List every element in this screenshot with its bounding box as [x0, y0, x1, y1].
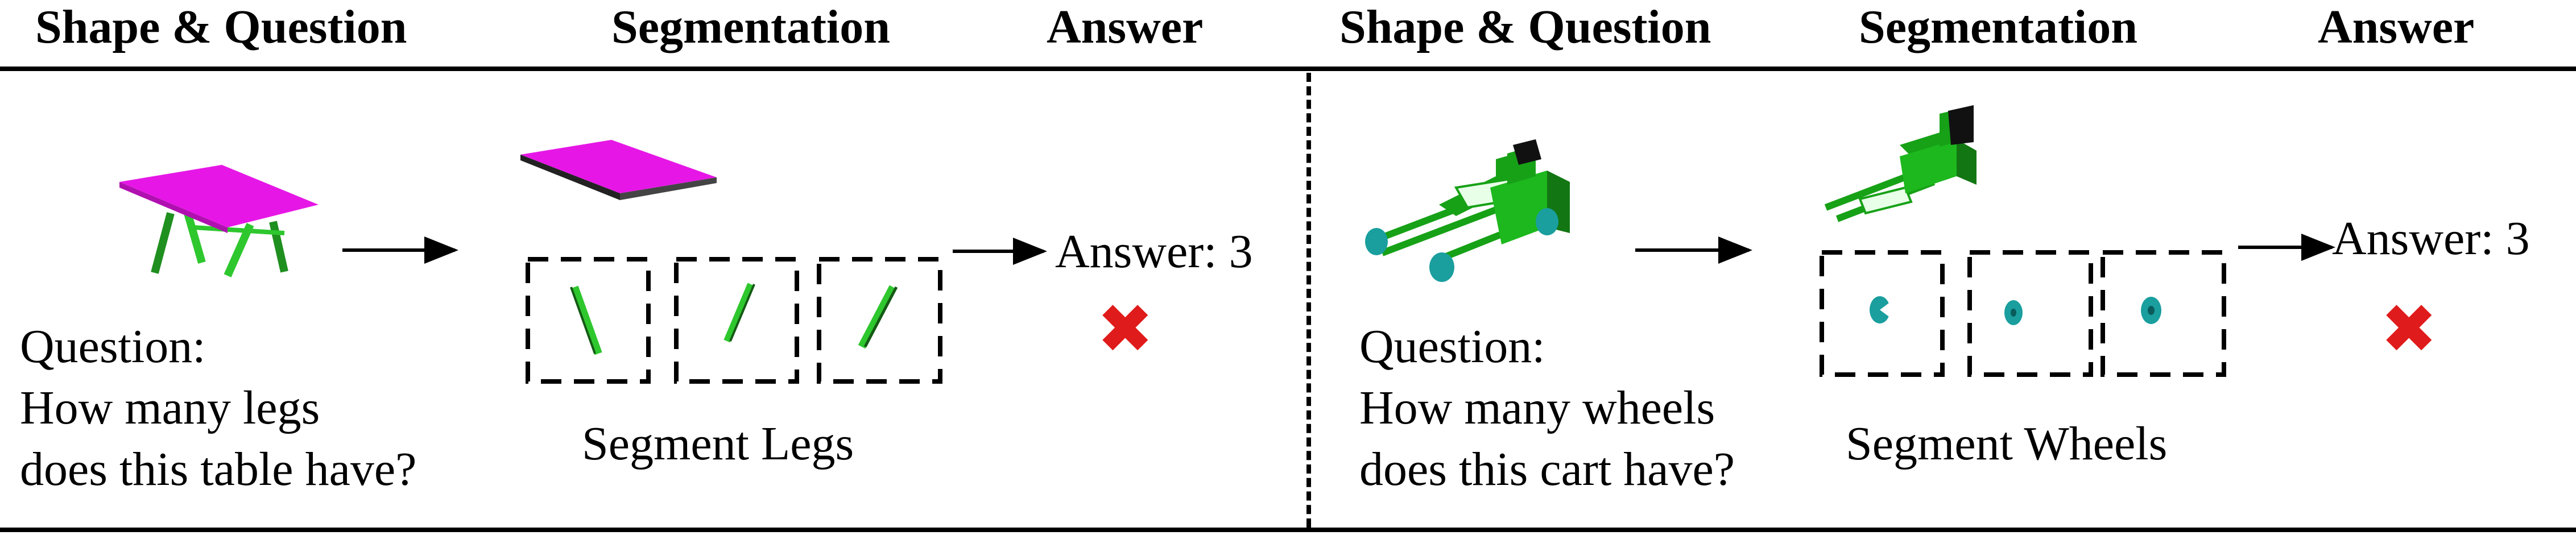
left-answer-text: Answer: 3	[1055, 225, 1253, 278]
panel-divider	[1306, 73, 1311, 528]
left-header-answer: Answer	[1047, 1, 1204, 53]
wheel-segment-box-2	[1967, 250, 2093, 377]
leg-icon-3	[858, 285, 897, 349]
leg-segment-box-3	[817, 257, 942, 384]
leg-icon-1	[570, 285, 602, 355]
right-question-label: Question:	[1359, 320, 1545, 373]
cart-body-segment-icon	[1824, 105, 1977, 222]
right-answer-text: Answer: 3	[2332, 212, 2530, 265]
right-header-segmentation: Segmentation	[1859, 1, 2137, 53]
table-top-segment-icon	[520, 140, 717, 200]
leg-icon-2	[723, 283, 754, 343]
wheel-segment-box-1	[1820, 250, 1945, 377]
wheel-icon	[1365, 228, 1388, 255]
left-segment-caption: Segment Legs	[582, 417, 854, 470]
left-question-label: Question:	[20, 320, 206, 373]
left-question-line1: How many legs	[20, 381, 320, 434]
right-question-line2: does this cart have?	[1359, 443, 1735, 496]
wrong-mark-icon: ✖	[1097, 290, 1154, 369]
left-header-segmentation: Segmentation	[611, 1, 890, 53]
left-header-shape-question: Shape & Question	[35, 1, 407, 53]
wrong-mark-icon: ✖	[2380, 290, 2438, 369]
right-segment-caption: Segment Wheels	[1846, 417, 2168, 470]
wheel-icon	[1429, 252, 1454, 282]
table-shape-icon	[119, 165, 319, 277]
cart-shape-icon	[1365, 139, 1570, 282]
wheel-icon	[1536, 208, 1558, 235]
wheel-segment-box-3	[2101, 250, 2226, 377]
right-header-answer: Answer	[2318, 1, 2475, 53]
leg-segment-box-2	[674, 257, 799, 384]
left-question-line2: does this table have?	[20, 443, 417, 496]
bottom-rule	[0, 528, 2576, 532]
right-header-shape-question: Shape & Question	[1339, 1, 1711, 53]
leg-segment-box-1	[526, 257, 651, 384]
right-question-line1: How many wheels	[1359, 381, 1715, 434]
header-rule	[0, 67, 2576, 71]
